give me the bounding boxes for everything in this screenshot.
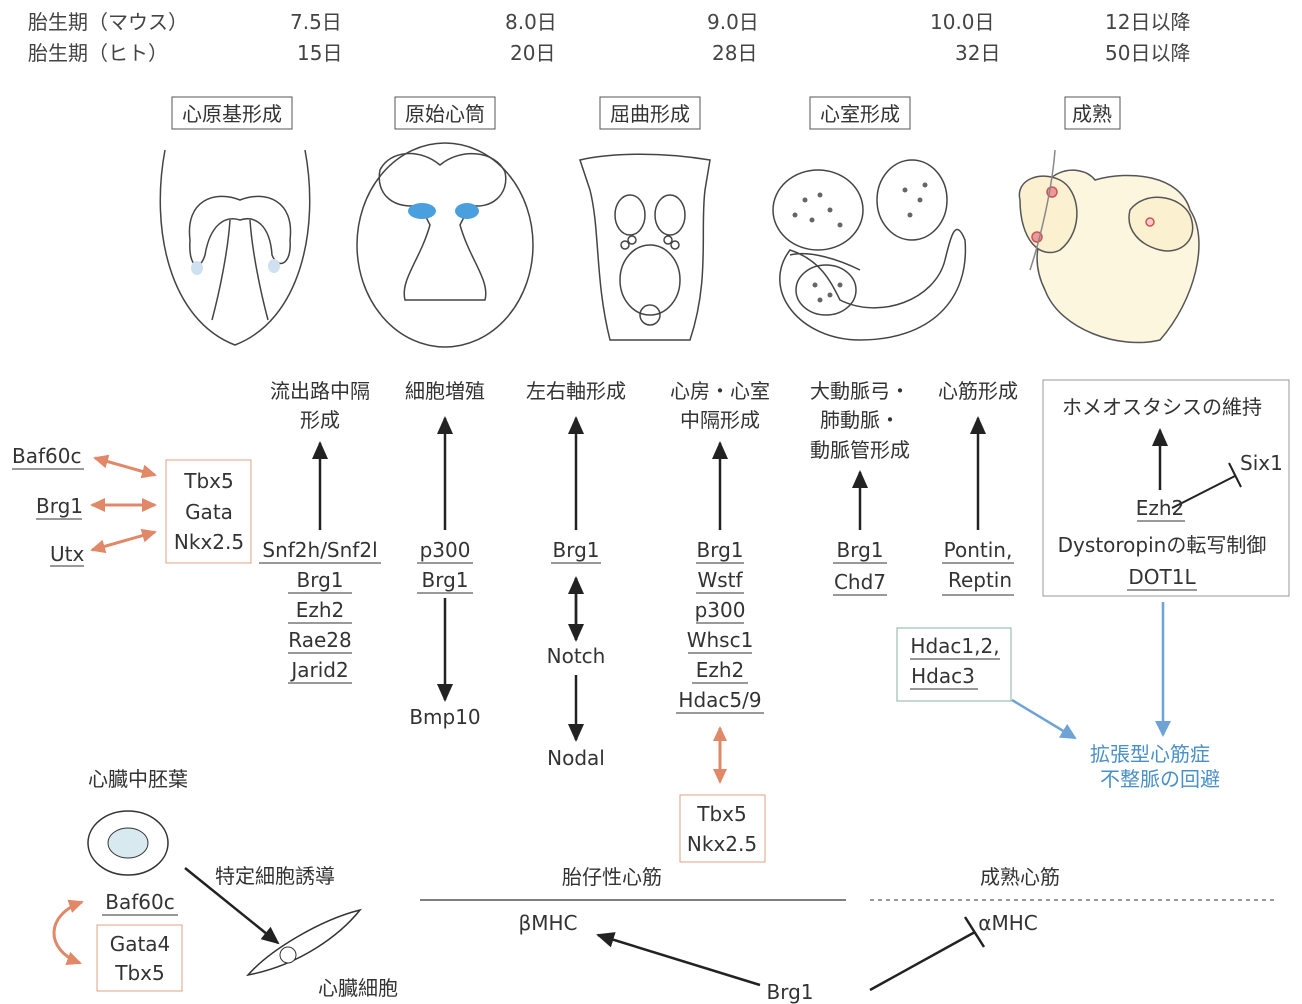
mouse-day: 9.0日 xyxy=(707,10,759,34)
gene-p300: p300 xyxy=(420,538,471,562)
human-day: 32日 xyxy=(955,41,1000,65)
process-septation-2: 中隔形成 xyxy=(680,408,760,432)
gene-chd7: Chd7 xyxy=(834,570,886,594)
timeline: 胎生期（マウス） 胎生期（ヒト） 7.5日 8.0日 9.0日 10.0日 12… xyxy=(28,10,1190,65)
process-outflow-2: 形成 xyxy=(300,408,340,432)
gene-p300: p300 xyxy=(695,598,746,622)
mouse-day: 8.0日 xyxy=(505,10,557,34)
human-day: 28日 xyxy=(712,41,757,65)
homeostasis-box: ホメオスタシスの維持 Ezh2 Six1 Dystoropinの転写制御 DOT… xyxy=(1043,380,1289,596)
illustration-looping xyxy=(580,154,710,340)
process-outflow-1: 流出路中隔 xyxy=(270,379,370,403)
gene-snf2h: Snf2h/Snf2l xyxy=(262,538,377,562)
process-homeostasis: ホメオスタシスの維持 xyxy=(1062,395,1262,419)
mesoderm-label: 心臓中胚葉 xyxy=(88,767,188,791)
tf-gata: Gata xyxy=(185,500,233,524)
tf-tbx5: Tbx5 xyxy=(183,469,233,493)
process-myocardium: 心筋形成 xyxy=(938,379,1018,403)
cardiomyocyte-nucleus xyxy=(280,947,296,963)
gene-baf60c-bottom: Baf60c xyxy=(105,890,174,914)
left-partners: Baf60c Brg1 Utx Tbx5 Gata Nkx2.5 xyxy=(12,444,251,566)
gene-brg1-left: Brg1 xyxy=(36,494,83,518)
gene-brg1: Brg1 xyxy=(552,538,599,562)
cardiomyocyte-label: 心臓細胞 xyxy=(318,976,398,1000)
illustration-mature xyxy=(1019,150,1199,343)
stage-titles: 心原基形成 原始心筒 屈曲形成 心室形成 成熟 xyxy=(172,97,1120,129)
illustration-crescent xyxy=(160,150,309,345)
disease-dcm: 拡張型心筋症 xyxy=(1090,742,1210,766)
mouse-day: 12日以降 xyxy=(1105,10,1190,34)
tf-nkx25: Nkx2.5 xyxy=(174,530,244,554)
septation-genes: Brg1 Wstf p300 Whsc1 Ezh2 Hdac5/9 Tbx5 N… xyxy=(676,538,765,862)
gene-six1: Six1 xyxy=(1240,451,1283,475)
gene-nodal: Nodal xyxy=(547,746,605,770)
human-day: 50日以降 xyxy=(1105,41,1190,65)
process-arteries-2: 肺動脈・ xyxy=(820,408,900,432)
mouse-day: 10.0日 xyxy=(930,10,995,34)
gene-hdac12: Hdac1,2, xyxy=(910,634,999,658)
process-septation-1: 心房・心室 xyxy=(670,379,770,403)
human-day: 20日 xyxy=(510,41,555,65)
gene-hdac59: Hdac5/9 xyxy=(678,688,761,712)
stage-looping: 屈曲形成 xyxy=(610,102,690,126)
bottom-section: 心臓中胚葉 特定細胞誘導 Baf60c Gata4 Tbx5 心臓細胞 胎仔性心… xyxy=(54,767,1275,1004)
gene-utx: Utx xyxy=(50,542,84,566)
tf-tbx5: Tbx5 xyxy=(696,802,746,826)
gene-notch: Notch xyxy=(547,644,606,668)
process-labels: 流出路中隔 形成 細胞増殖 左右軸形成 心房・心室 中隔形成 大動脈弓・ 肺動脈… xyxy=(270,379,1018,462)
gene-jarid2: Jarid2 xyxy=(289,658,348,682)
gene-whsc1: Whsc1 xyxy=(687,628,754,652)
gene-bmp10: Bmp10 xyxy=(409,705,480,729)
stage-cardiac-crescent: 心原基形成 xyxy=(182,102,282,126)
gene-brg1-bottom: Brg1 xyxy=(766,980,813,1004)
human-day: 15日 xyxy=(297,41,342,65)
cardiomyocyte-cell xyxy=(248,910,360,975)
gene-baf60c: Baf60c xyxy=(12,444,81,468)
dystropin-transcription: Dystoropinの転写制御 xyxy=(1058,533,1267,557)
process-leftright: 左右軸形成 xyxy=(526,379,626,403)
timeline-mouse-label: 胎生期（マウス） xyxy=(28,10,188,34)
fetal-myocardium-label: 胎仔性心筋 xyxy=(562,865,662,889)
disease-arrhythmia: 不整脈の回避 xyxy=(1100,767,1220,791)
alpha-mhc: αMHC xyxy=(978,911,1037,935)
gene-pontin: Pontin, xyxy=(944,538,1013,562)
gene-brg1: Brg1 xyxy=(296,568,343,592)
gene-ezh2: Ezh2 xyxy=(1136,496,1185,520)
gene-ezh2: Ezh2 xyxy=(296,598,345,622)
artery-genes: Brg1 Chd7 xyxy=(833,538,887,595)
gene-ezh2: Ezh2 xyxy=(696,658,745,682)
tf-tbx5-bottom: Tbx5 xyxy=(114,961,164,985)
tf-gata4: Gata4 xyxy=(110,932,171,956)
gene-brg1: Brg1 xyxy=(421,568,468,592)
process-proliferation: 細胞増殖 xyxy=(405,379,485,403)
mature-myocardium-label: 成熟心筋 xyxy=(980,865,1060,889)
beta-mhc: βMHC xyxy=(518,911,577,935)
hdac-disease: Hdac1,2, Hdac3 拡張型心筋症 不整脈の回避 xyxy=(897,602,1220,791)
stage-ventricle: 心室形成 xyxy=(820,102,900,126)
mesoderm-nucleus xyxy=(108,828,148,858)
gene-rae28: Rae28 xyxy=(288,628,351,652)
process-arteries-3: 動脈管形成 xyxy=(810,438,910,462)
illustration-ventricle xyxy=(773,160,965,340)
gene-hdac3: Hdac3 xyxy=(911,664,975,688)
gene-dot1l: DOT1L xyxy=(1128,565,1196,589)
outflow-genes: Snf2h/Snf2l Brg1 Ezh2 Rae28 Jarid2 xyxy=(259,538,381,683)
stage-maturation: 成熟 xyxy=(1072,102,1112,126)
timeline-human-label: 胎生期（ヒト） xyxy=(28,41,168,65)
tf-nkx25: Nkx2.5 xyxy=(687,832,757,856)
process-arteries-1: 大動脈弓・ xyxy=(810,379,910,403)
gene-wstf: Wstf xyxy=(697,568,743,592)
induction-label: 特定細胞誘導 xyxy=(215,864,335,888)
gene-brg1: Brg1 xyxy=(836,538,883,562)
gene-brg1: Brg1 xyxy=(696,538,743,562)
myocardium-genes: Pontin, Reptin xyxy=(942,538,1014,595)
illustration-heart-tube xyxy=(357,143,533,347)
stage-heart-tube: 原始心筒 xyxy=(405,102,485,126)
gene-reptin: Reptin xyxy=(948,568,1012,592)
mouse-day: 7.5日 xyxy=(290,10,342,34)
